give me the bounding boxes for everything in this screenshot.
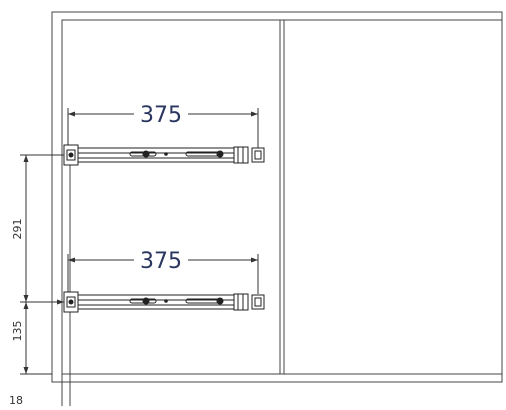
top-rail-screw-icon xyxy=(142,150,150,158)
cabinet xyxy=(51,11,503,406)
top-drawer-rail xyxy=(63,144,265,166)
bottom-rail-rear-bracket-inner xyxy=(254,297,262,307)
bottom-rail-front-bracket-inner xyxy=(66,296,76,308)
vdim-arrow xyxy=(23,155,29,162)
bottom-rail-screw-icon xyxy=(68,299,74,305)
rail-spacing-label: 291 xyxy=(11,219,24,240)
top-rail-front-bracket-inner xyxy=(66,149,76,161)
bottom-rail-width-dimension xyxy=(67,254,259,294)
bottom-offset-label: 135 xyxy=(11,321,24,342)
rail-position-arrow xyxy=(57,299,64,305)
vdim-arrow xyxy=(23,295,29,302)
top-rail-screw-icon xyxy=(68,152,74,158)
cabinet-inner-frame xyxy=(61,19,503,375)
top-rail-screw-icon xyxy=(216,150,224,158)
bottom-drawer-rail xyxy=(63,291,265,313)
vdim-arrow xyxy=(23,302,29,309)
bottom-rail-screw-icon xyxy=(142,297,150,305)
top-rail-rear-bracket-inner xyxy=(254,150,262,160)
bottom-dim-arrow-left xyxy=(68,257,75,263)
top-rail-width-label: 375 xyxy=(140,103,182,128)
top-dim-arrow-right xyxy=(251,111,258,117)
bottom-rail-width-label: 375 xyxy=(140,249,182,274)
top-dim-arrow-left xyxy=(68,111,75,117)
bottom-rail-slot-left xyxy=(129,298,157,304)
cabinet-outer-frame xyxy=(51,11,503,383)
top-rail-end-connector xyxy=(233,146,249,164)
bottom-rail-rear-bracket xyxy=(251,294,265,310)
bottom-rail-end-connector xyxy=(233,293,249,311)
bottom-dim-arrow-right xyxy=(251,257,258,263)
bottom-rail-screw-icon xyxy=(216,297,224,305)
top-rail-width-dimension xyxy=(67,108,259,148)
vertical-dimensions xyxy=(20,154,64,375)
top-rail-slot-left xyxy=(129,151,157,157)
top-rail-center-dot xyxy=(164,152,168,156)
panel-thickness-label: 18 xyxy=(9,394,23,406)
top-rail-rear-bracket xyxy=(251,147,265,163)
bottom-rail-center-dot xyxy=(164,299,168,303)
vdim-arrow xyxy=(23,367,29,374)
